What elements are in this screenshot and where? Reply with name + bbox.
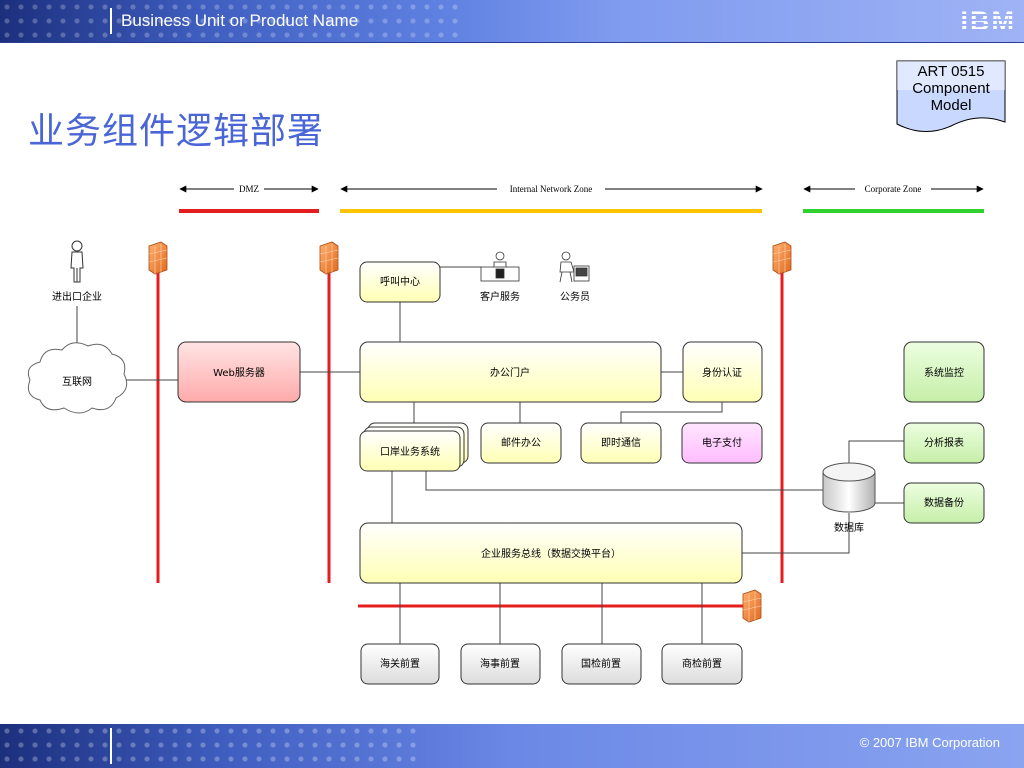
ibm-logo-icon: IBM: [960, 6, 1016, 36]
node-commerce-label: 商检前置: [682, 657, 722, 670]
doc-tag-line1: ART 0515: [917, 63, 985, 80]
header-brand: Business Unit or Product Name: [121, 11, 359, 30]
firewall-icon: [742, 589, 762, 623]
footer-separator: [110, 728, 112, 764]
firewall-icon: [148, 241, 168, 275]
node-auth: 身份认证: [682, 341, 763, 403]
footer-pattern: [0, 724, 420, 768]
service-desk-icon: [480, 251, 520, 282]
node-call-center-label: 呼叫中心: [380, 275, 420, 288]
node-customs: 海关前置: [360, 643, 440, 685]
node-web-server: Web服务器: [177, 341, 301, 403]
customer-service-actor: 客户服务: [480, 251, 520, 303]
document-shape-icon: [896, 60, 1006, 132]
node-im-label: 即时通信: [601, 437, 641, 449]
cloud-icon: [27, 342, 128, 414]
node-mail-label: 邮件办公: [501, 436, 541, 449]
connectors: [76, 266, 904, 644]
workstation-icon: [559, 251, 590, 283]
enterprise-label: 进出口企业: [52, 290, 102, 303]
node-mail: 邮件办公: [480, 422, 562, 464]
database-icon: [822, 462, 876, 513]
node-inspection-label: 国检前置: [581, 657, 621, 670]
doc-tag-line2: Component: [912, 80, 990, 97]
doc-tag: ART 0515 Component Model: [896, 60, 1006, 136]
node-customs-label: 海关前置: [380, 657, 420, 670]
node-maritime: 海事前置: [460, 643, 541, 685]
zone-corporate-label: Corporate Zone: [865, 184, 922, 194]
enterprise-actor: 进出口企业: [52, 240, 102, 303]
firewall-icon: [319, 241, 339, 275]
zone-dmz: DMZ: [179, 184, 319, 213]
civil-servant-actor: 公务员: [559, 251, 590, 303]
page-title: 业务组件逻辑部署: [28, 111, 325, 152]
header-banner: Business Unit or Product Name IBM: [0, 0, 1024, 43]
node-backup: 数据备份: [903, 482, 985, 524]
node-backup-label: 数据备份: [924, 496, 964, 509]
header-pattern: [0, 0, 460, 42]
doc-tag-line3: Model: [930, 97, 972, 114]
person-icon: [70, 240, 84, 283]
node-commerce: 商检前置: [661, 643, 743, 685]
node-esb: 企业服务总线（数据交换平台）: [359, 522, 743, 584]
header-separator: [110, 8, 112, 34]
zone-dmz-label: DMZ: [239, 184, 259, 194]
internet-label: 互联网: [62, 376, 92, 388]
database-label: 数据库: [834, 521, 864, 534]
node-esb-label: 企业服务总线（数据交换平台）: [481, 547, 621, 560]
zone-corporate: Corporate Zone: [803, 184, 984, 213]
node-report: 分析报表: [903, 422, 985, 464]
footer-copyright: © 2007 IBM Corporation: [859, 735, 1000, 750]
node-office-portal: 办公门户: [359, 341, 662, 403]
node-im: 即时通信: [580, 422, 662, 464]
firewall-icon: [772, 241, 792, 275]
node-call-center: 呼叫中心: [359, 261, 441, 303]
node-maritime-label: 海事前置: [480, 657, 520, 670]
node-office-portal-label: 办公门户: [490, 366, 530, 379]
node-report-label: 分析报表: [924, 436, 964, 449]
node-web-server-label: Web服务器: [213, 366, 265, 379]
footer-banner: © 2007 IBM Corporation: [0, 724, 1024, 768]
zone-internal-label: Internal Network Zone: [510, 184, 592, 194]
database: 数据库: [822, 462, 876, 534]
civil-servant-label: 公务员: [560, 290, 590, 303]
customer-service-label: 客户服务: [480, 290, 520, 303]
internet-cloud: 互联网: [27, 342, 128, 414]
node-sys-monitor: 系统监控: [903, 341, 985, 403]
node-epay: 电子支付: [681, 422, 763, 464]
node-port-system-label: 口岸业务系统: [380, 445, 440, 458]
node-inspection: 国检前置: [561, 643, 642, 685]
node-sys-monitor-label: 系统监控: [924, 366, 964, 379]
node-port-system: 口岸业务系统: [359, 422, 469, 472]
node-auth-label: 身份认证: [702, 366, 742, 379]
node-epay-label: 电子支付: [702, 436, 742, 449]
doc-tag-label: ART 0515 Component Model: [896, 63, 1006, 114]
zone-internal: Internal Network Zone: [340, 184, 763, 213]
